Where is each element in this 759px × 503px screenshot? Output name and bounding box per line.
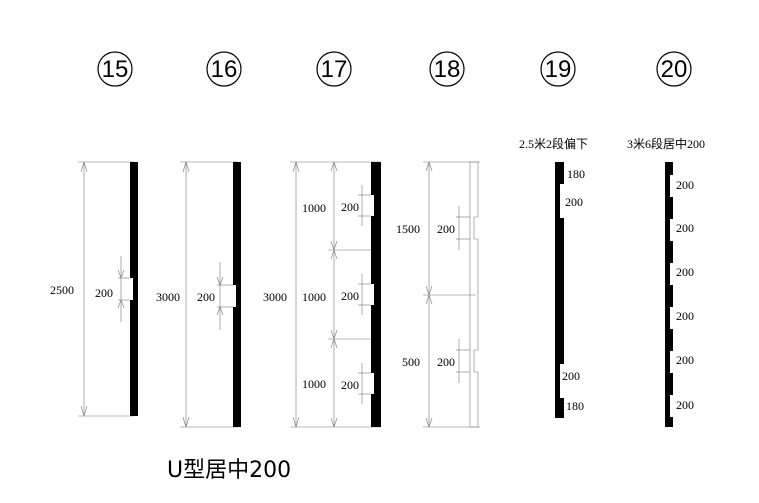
panel-19: 2.5米2段偏下 180 200 200 180 [519,136,588,418]
board-segment [665,162,673,175]
u-groove [555,184,560,218]
circle-19 [540,51,576,87]
dim-segment-18: 1500 [396,222,420,236]
panel-15: 2500 200 [50,161,138,417]
dim-groove-16: 200 [197,290,215,304]
board-segment [371,394,381,427]
board-segment [665,329,673,351]
dim-groove-19: 200 [562,369,580,383]
board-segment [130,300,138,416]
panel-number-15: 15 [102,56,129,83]
dim-total-15: 2500 [50,283,74,297]
dim-groove-20: 200 [676,265,694,279]
dim-groove-18: 200 [437,222,455,236]
board-segment [371,162,381,195]
dim-total-17: 3000 [263,290,287,304]
u-groove [665,263,670,285]
circle-16 [206,51,242,87]
board-segment [665,241,673,263]
dim-groove-20: 200 [676,221,694,235]
dim-groove-15: 200 [95,286,113,300]
dim-groove-20: 200 [676,178,694,192]
u-groove [374,373,381,394]
dim-groove-20: 200 [676,309,694,323]
u-groove [665,219,670,241]
dim-end-19: 180 [566,399,584,413]
board-segment [665,285,673,307]
dim-total-16: 3000 [156,290,180,304]
dim-groove-19: 200 [565,195,583,209]
u-groove [555,364,560,398]
panel-number-17: 17 [321,56,348,83]
panel-17: 3000 1000 1000 1000 200 200 200 [263,161,381,428]
u-groove [665,351,670,373]
dim-groove-20: 200 [676,353,694,367]
board-segment [130,162,138,278]
dim-segment-17: 1000 [302,201,326,215]
panel-label-19: 2.5米2段偏下 [519,136,588,151]
board-segment [555,162,564,184]
dim-segment-18: 500 [402,355,420,369]
panel-number-18: 18 [434,56,461,83]
drawing-caption: U型居中200 [167,458,291,483]
board-segment [233,307,241,427]
panel-number-16: 16 [211,56,238,83]
board-segment [555,398,564,418]
u-groove [665,175,670,197]
board-segment [233,162,241,285]
u-groove [665,307,670,329]
panel-numbers: 15 16 17 18 19 20 [97,51,692,87]
board-segment [555,218,564,364]
panel-20: 3米6段居中200 200 200 200 200 200 200 [627,136,705,427]
circle-18 [429,51,465,87]
board-outline [469,161,479,428]
dim-groove-17: 200 [341,378,359,392]
circle-20 [656,51,692,87]
u-groove [374,284,381,305]
board-segment [665,197,673,219]
u-groove [133,278,138,300]
dim-end-19: 180 [567,167,585,181]
dim-groove-17: 200 [341,289,359,303]
panel-number-19: 19 [545,56,572,83]
circle-17 [316,51,352,87]
dim-segment-17: 1000 [302,377,326,391]
board-segment [371,216,381,284]
dim-groove-17: 200 [341,200,359,214]
dim-groove-18: 200 [437,355,455,369]
board-segment [371,305,381,373]
dim-segment-17: 1000 [302,290,326,304]
board-segment [665,417,673,427]
panel-18: 1500 500 200 200 [396,161,480,428]
panel-label-20: 3米6段居中200 [627,136,705,151]
circle-15 [97,51,133,87]
u-groove [236,285,241,307]
panel-16: 3000 200 [156,161,241,428]
board-segment [665,373,673,395]
dim-groove-20: 200 [676,398,694,412]
u-groove [374,195,381,216]
panel-number-20: 20 [661,56,688,83]
u-groove [665,395,670,417]
